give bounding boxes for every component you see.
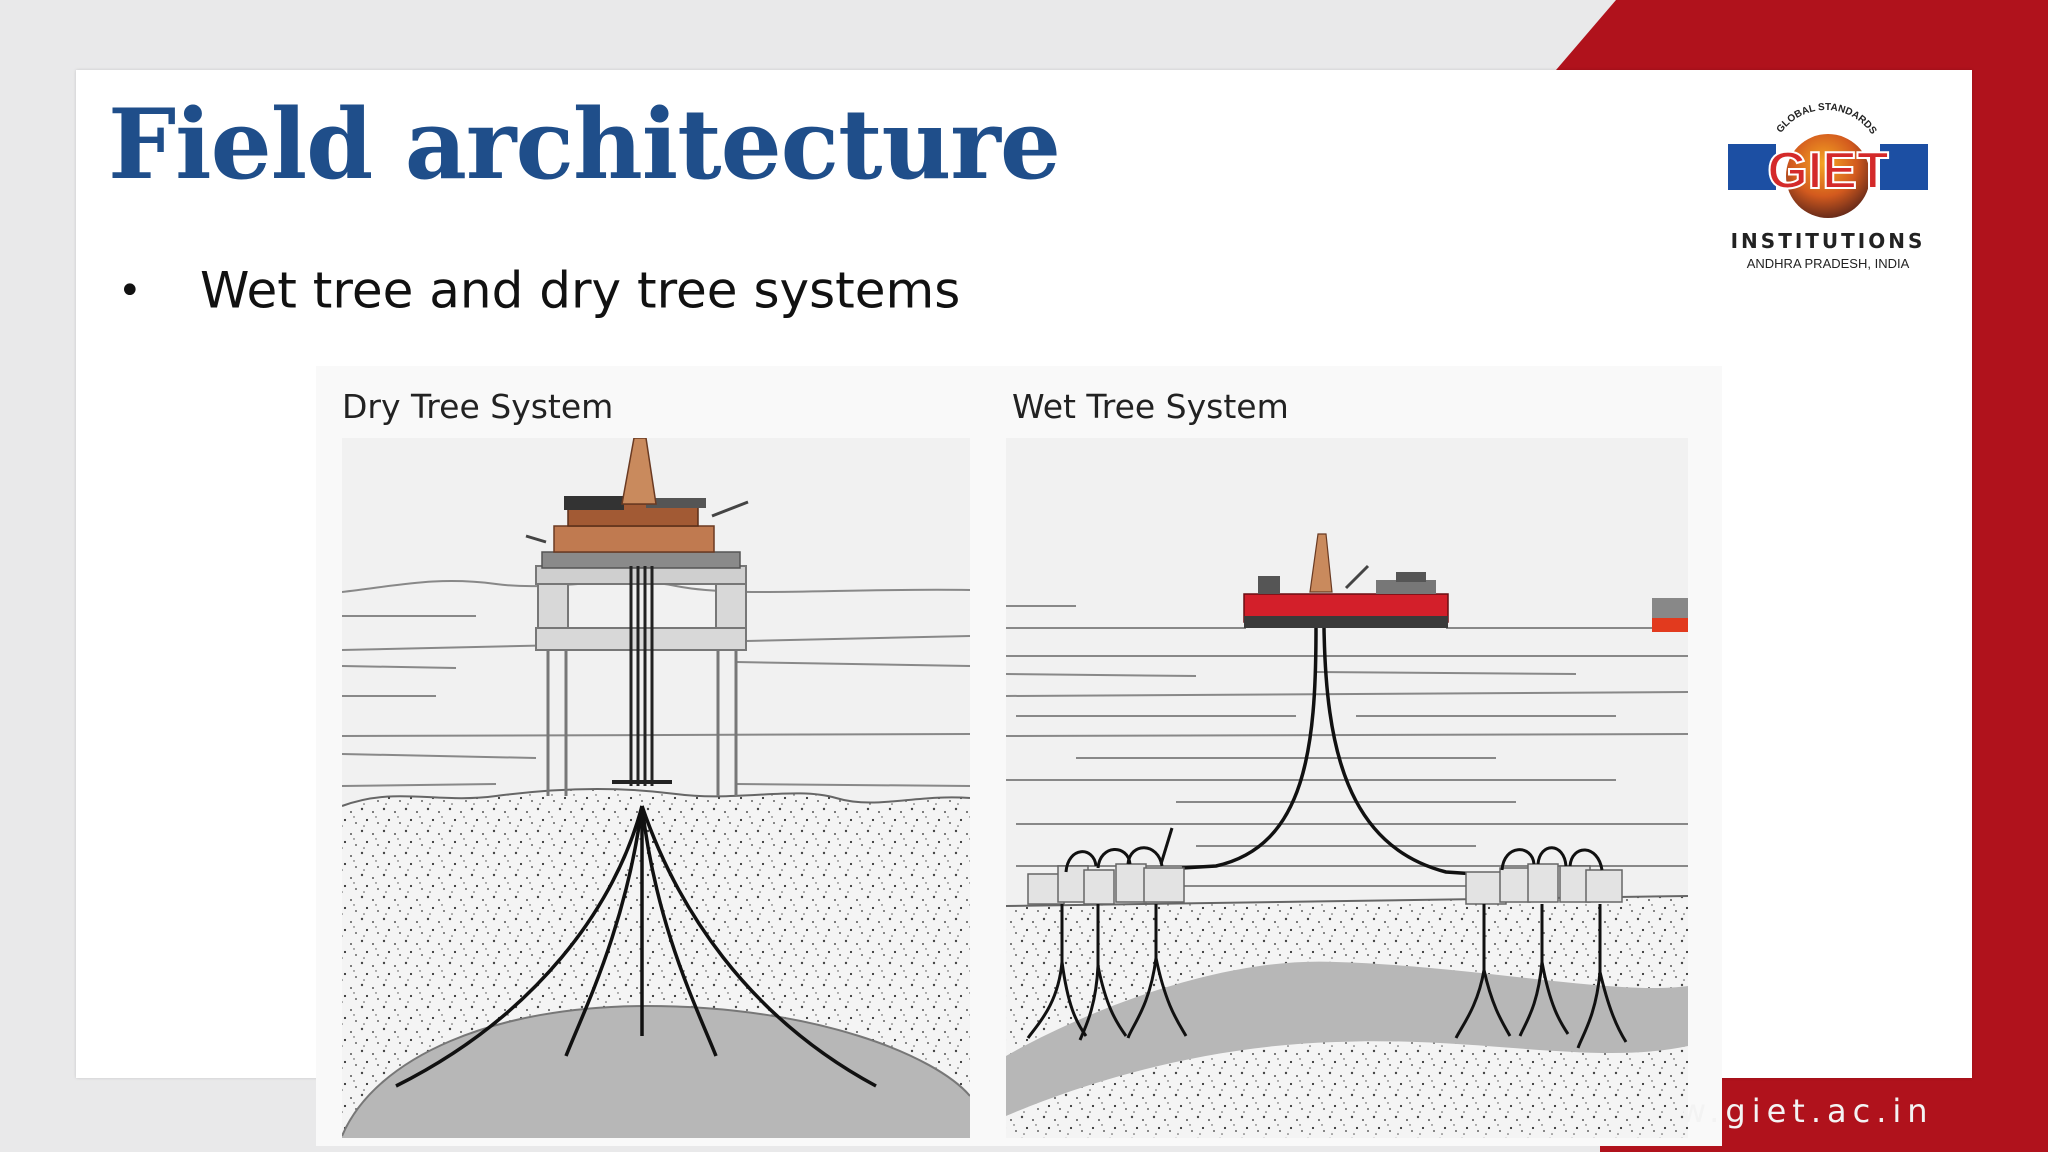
bullet-symbol: • [118,267,142,314]
wet-tree-diagram [1006,438,1688,1138]
website-url: w.giet.ac.in [1680,1092,1934,1130]
globe-icon [1786,134,1870,218]
logo-line-1: INSTITUTIONS [1731,229,1926,253]
dry-tree-diagram [342,438,970,1138]
giet-logo: GLOBAL STANDARDS GIET INSTITUTIONS ANDHR… [1728,102,1928,271]
wet-tree-label: Wet Tree System [1012,387,1289,426]
logo-wordmark: GIET [1767,142,1889,200]
slide-title: Field architecture [108,88,1061,201]
bullet-item: • Wet tree and dry tree systems [118,258,960,320]
logo-line-2: ANDHRA PRADESH, INDIA [1747,256,1910,271]
field-architecture-figure: Dry Tree System [316,366,1722,1146]
logo-arc-text: GLOBAL STANDARDS [1775,102,1879,137]
dry-tree-label: Dry Tree System [342,387,613,426]
bullet-text: Wet tree and dry tree systems [200,261,961,320]
